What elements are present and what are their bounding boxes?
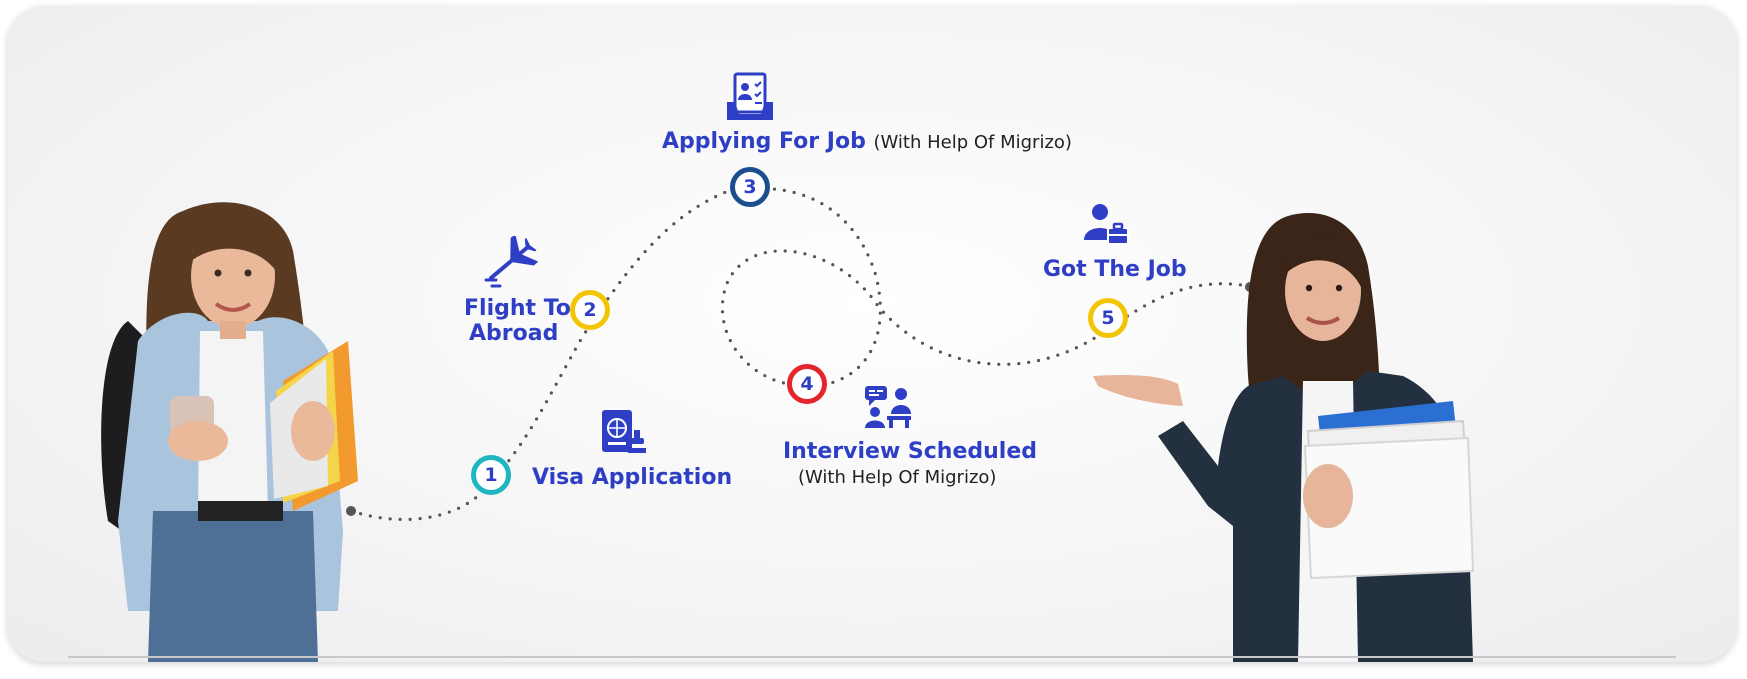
step-5-marker: 5 (1088, 298, 1128, 338)
step-2-title-line-2: Abroad (469, 321, 559, 346)
professional-photo (1093, 213, 1475, 662)
step-1-number: 1 (484, 464, 498, 486)
bottom-divider (68, 656, 1676, 658)
step-5-number: 5 (1101, 307, 1115, 329)
journey-card: 1 Visa Application 2 Flight To Abroad 3 … (8, 6, 1736, 662)
step-3-title-text: Applying For Job (662, 129, 866, 154)
step-1-title: Visa Application (532, 465, 733, 490)
step-4-marker: 4 (787, 364, 827, 404)
step-3-number: 3 (743, 176, 757, 198)
step-5-title: Got The Job (1043, 257, 1187, 282)
path-start-dot (346, 506, 356, 516)
interview-icon (865, 386, 911, 428)
airplane-icon (484, 236, 538, 288)
step-4-title: Interview Scheduled (783, 439, 1038, 464)
student-photo (101, 202, 358, 662)
step-3-marker: 3 (730, 167, 770, 207)
step-1-marker: 1 (471, 455, 511, 495)
job-application-icon (727, 72, 773, 120)
step-4-note: (With Help Of Migrizo) (798, 467, 997, 488)
step-3-title: Applying For Job (With Help Of Migrizo) (662, 128, 1072, 157)
step-2-title-line-1: Flight To (464, 296, 571, 321)
employee-briefcase-icon (1084, 204, 1129, 245)
step-2-number: 2 (583, 299, 597, 321)
passport-icon (602, 410, 646, 453)
step-3-note: (With Help Of Migrizo) (873, 132, 1072, 153)
step-4-number: 4 (800, 373, 814, 395)
step-2-marker: 2 (570, 290, 610, 330)
